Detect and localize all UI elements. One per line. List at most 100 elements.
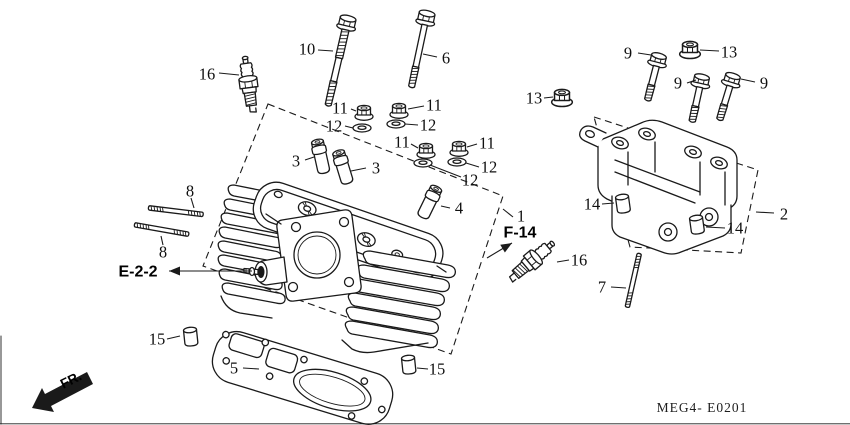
page-ref-label-E-2-2: E-2-2	[118, 264, 157, 281]
front-direction-arrow: FR.	[32, 368, 93, 412]
part-number-label-16: 16	[571, 251, 588, 270]
part-number-label-15: 15	[149, 330, 166, 349]
part-number-label-9: 9	[674, 74, 682, 93]
cylinder-head-tie-lines	[265, 213, 447, 273]
leader-line-part-9	[740, 78, 756, 83]
part-number-label-1: 1	[517, 207, 525, 226]
washer-12-a	[352, 123, 372, 133]
leader-line-part-14	[705, 226, 726, 229]
valve-guide-4	[415, 182, 445, 222]
valve-guide-3-a	[309, 137, 332, 176]
valve-guide-3-b	[330, 147, 356, 187]
leader-line-part-11	[466, 143, 478, 148]
nut-11-b	[389, 102, 409, 119]
leader-line-part-11	[350, 108, 357, 112]
part-number-label-12: 12	[326, 117, 343, 136]
part-number-label-14: 14	[584, 195, 601, 214]
spark-plug-boss	[243, 256, 288, 286]
leader-line-part-13	[699, 49, 720, 52]
part-number-label-7: 7	[598, 278, 606, 297]
head-gasket-drawing	[211, 330, 394, 425]
leader-line-part-1	[502, 208, 514, 218]
stud-8-a	[147, 204, 205, 218]
part-number-label-6: 6	[442, 49, 450, 68]
leader-line-part-12	[344, 125, 354, 129]
part-number-label-12: 12	[420, 116, 437, 135]
leader-line-part-3	[350, 167, 367, 172]
leader-line-part-16	[556, 259, 570, 263]
cylinder-head-right-base-edge	[341, 339, 429, 354]
leader-line-part-10	[317, 49, 334, 52]
stud-7	[624, 252, 643, 309]
part-number-label-11: 11	[479, 134, 495, 153]
bolt-9-a	[637, 50, 670, 104]
cylinder-head-drawing	[217, 181, 457, 354]
part-number-label-15: 15	[429, 360, 446, 379]
part-number-label-4: 4	[455, 199, 463, 218]
washer-12-d	[447, 157, 467, 167]
leader-line-part-11	[410, 143, 419, 149]
dowel-14-b	[688, 213, 706, 236]
leader-line-part-15	[416, 367, 429, 370]
bolt-9-c	[709, 69, 744, 124]
dashed-box-rocker-assembly	[593, 116, 759, 254]
leader-line-part-2	[755, 211, 775, 214]
leader-line-part-9	[637, 52, 652, 56]
page-ref-label-F-14: F-14	[504, 225, 537, 242]
leader-line-part-13	[543, 96, 554, 99]
nut-13-b	[550, 88, 574, 108]
part-number-label-9: 9	[760, 74, 768, 93]
cylinder-head-base-edge	[220, 295, 273, 319]
part-number-label-9: 9	[624, 44, 632, 63]
nut-11-a	[354, 104, 374, 121]
leader-line-part-9	[686, 79, 697, 84]
leader-line-part-7	[610, 286, 627, 289]
leader-line-part-4	[440, 205, 451, 209]
dowel-14-a	[614, 192, 632, 215]
part-number-label-3: 3	[372, 159, 380, 178]
washer-12-b	[386, 119, 406, 129]
leader-line-part-8	[160, 235, 164, 246]
leader-line-part-12	[429, 164, 462, 178]
part-number-label-14: 14	[727, 219, 744, 238]
page-ref-arrowhead	[169, 266, 180, 276]
rocker-arm-assembly-drawing	[579, 119, 738, 255]
part-number-label-13: 13	[721, 43, 738, 62]
leader-line-part-12	[465, 162, 480, 168]
nut-11-d	[449, 140, 469, 157]
leader-line-part-12	[404, 123, 419, 126]
part-number-label-11: 11	[394, 133, 410, 152]
stud-8-b	[133, 221, 190, 238]
part-number-label-5: 5	[230, 359, 238, 378]
cylinder-head-intake-flange	[276, 209, 362, 302]
part-number-label-2: 2	[780, 205, 788, 224]
washer-12-c	[413, 158, 433, 168]
leader-line-part-14	[601, 202, 615, 205]
spark-plug-right	[503, 235, 560, 287]
part-number-label-12: 12	[462, 171, 479, 190]
part-number-label-13: 13	[526, 89, 543, 108]
page-ref-arrowhead	[500, 243, 512, 253]
part-number-label-11: 11	[426, 96, 442, 115]
bolt-10	[318, 12, 359, 109]
nut-11-c	[416, 142, 436, 159]
cylinder-head-right-fins	[344, 250, 457, 349]
nut-13-a	[678, 40, 702, 60]
spark-plug-left	[235, 54, 262, 115]
leader-line-part-15	[166, 335, 181, 340]
leader-line-part-11	[407, 105, 425, 110]
dashed-box-cylinder-head	[202, 103, 504, 355]
part-number-label-8: 8	[186, 182, 194, 201]
part-number-label-16: 16	[199, 65, 216, 84]
part-number-label-8: 8	[159, 243, 167, 262]
part-number-label-10: 10	[299, 40, 316, 59]
bolt-6	[401, 7, 438, 91]
diagram-code: MEG4- E0201	[657, 400, 748, 415]
leader-line-part-16	[218, 72, 240, 76]
dowel-15-a	[182, 325, 199, 348]
leader-line-part-6	[422, 53, 438, 58]
leader-line-part-3	[304, 156, 315, 161]
part-number-label-12: 12	[481, 158, 498, 177]
